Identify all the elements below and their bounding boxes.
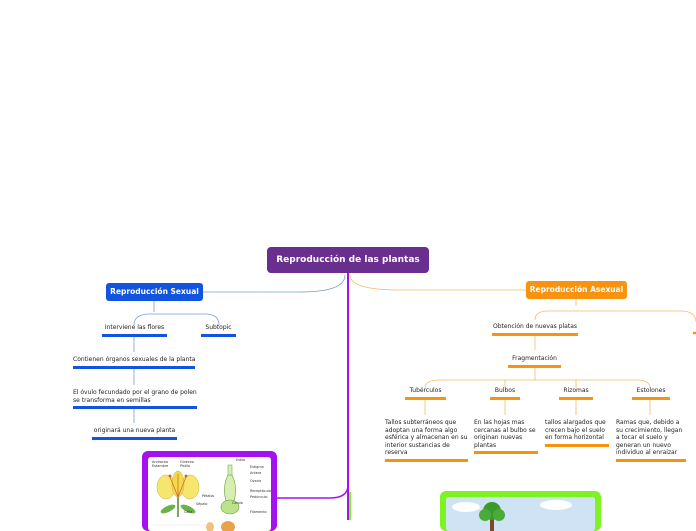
connector-types-desc xyxy=(424,398,651,415)
label-corola: Corola xyxy=(232,501,243,505)
label-pistilo: Pistilo xyxy=(180,464,190,468)
label-filamento: Filamento xyxy=(250,510,267,514)
label-antera: Antera xyxy=(250,471,262,475)
flower-diagram-image: Androceo Estambre Gineceo Pistilo Estilo… xyxy=(148,457,271,531)
label-androceo: Androceo xyxy=(152,460,169,464)
label-ovario: Ovario xyxy=(250,479,262,483)
type-rizomas[interactable]: Rizomas xyxy=(559,387,593,400)
mindmap-connectors xyxy=(133,273,696,520)
asexual-reproduction-node[interactable]: Reproducción Asexual xyxy=(526,281,627,299)
flower-diagram-card[interactable]: Androceo Estambre Gineceo Pistilo Estilo… xyxy=(142,451,277,531)
label-estilo: Estilo xyxy=(236,458,246,462)
sexual-reproduction-node[interactable]: Reproducción Sexual xyxy=(106,283,203,301)
connector-root-asexual xyxy=(349,274,526,291)
landscape-image xyxy=(446,497,595,531)
type-tuberculos[interactable]: Tubérculos xyxy=(405,387,446,400)
type-estolones[interactable]: Estolones xyxy=(632,387,670,400)
desc-rizomas[interactable]: tallos alargados que crecen bajo el suel… xyxy=(545,419,609,447)
type-bulbos[interactable]: Bulbos xyxy=(490,387,520,400)
label-pedunculo: Pedúnculo xyxy=(250,495,268,499)
sexual-child-nueva-planta[interactable]: originará una nueva planta xyxy=(92,427,177,440)
label-estambre: Estambre xyxy=(152,464,169,468)
flower-left-icon xyxy=(156,470,200,517)
asexual-child-fragmentacion[interactable]: Fragmentación xyxy=(508,355,561,368)
label-estigma: Estigma xyxy=(250,465,264,469)
label-gineceo: Gineceo xyxy=(180,460,194,464)
label-sepalo: Sépalo xyxy=(196,502,208,506)
root-node[interactable]: Reproducción de las plantas xyxy=(267,247,429,273)
desc-estolones[interactable]: Ramas que, debido a su crecimiento, lleg… xyxy=(616,419,686,462)
connector-sexual-split xyxy=(133,313,220,326)
label-petalos: Pétalos xyxy=(202,494,215,498)
desc-tuberculos[interactable]: Tallos subterráneos que adoptan una form… xyxy=(385,419,468,462)
label-caliz: Cáliz xyxy=(184,510,193,514)
landscape-illustration xyxy=(446,497,595,531)
sexual-child-subtopic[interactable]: Subtopic xyxy=(201,324,236,337)
connector-asexual-split xyxy=(534,310,696,323)
asexual-child-obtencion[interactable]: Obtención de nuevas platas xyxy=(492,323,578,336)
connector-frag-types xyxy=(424,366,651,389)
tree-icon xyxy=(479,502,505,531)
landscape-image-card[interactable] xyxy=(440,491,601,531)
pistil-icon xyxy=(220,464,240,515)
desc-bulbos[interactable]: En las hojas mas cercanas al bulbo se or… xyxy=(474,419,538,454)
sexual-child-contienen[interactable]: Contienen órganos sexuales de la planta xyxy=(73,356,195,369)
sexual-child-flores[interactable]: Interviene las flores xyxy=(102,324,167,337)
connector-root-sexual xyxy=(203,274,346,293)
label-receptaculo: Receptáculo xyxy=(250,489,271,493)
seed-icon xyxy=(206,521,235,531)
sexual-child-ovulo[interactable]: El óvulo fecundado por el grano de polen… xyxy=(73,389,197,409)
connector-trunk-flowercard xyxy=(277,484,349,499)
